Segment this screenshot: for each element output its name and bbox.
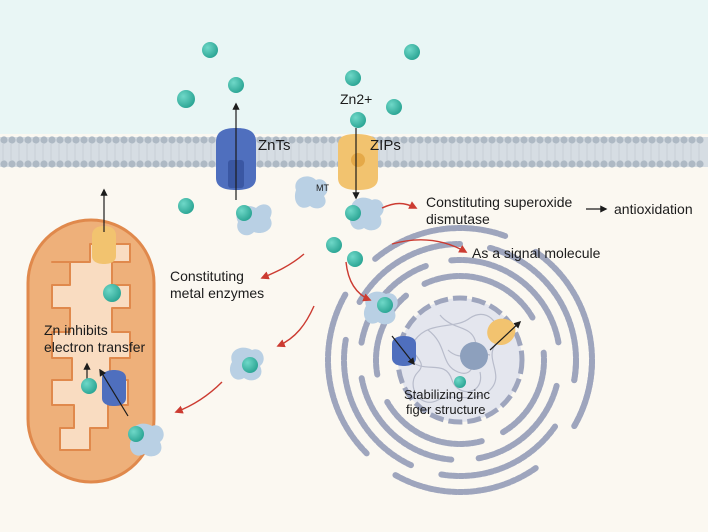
metal-enzymes-label-line2: metal enzymes	[170, 285, 264, 301]
mito-znt-arrow	[99, 368, 129, 417]
zinc-ion	[454, 376, 466, 388]
to-sod-arrow	[381, 201, 418, 209]
extracellular-space	[0, 0, 708, 134]
zinc-ion	[404, 44, 420, 60]
endoplasmic-reticulum	[325, 225, 595, 495]
mito-zip-transporter	[92, 226, 116, 264]
to-cytoplasm-arrow	[276, 305, 315, 348]
to-nucleus-arrow	[345, 261, 372, 302]
nuclear-zip-transporter	[487, 318, 516, 346]
zinc-ions	[81, 42, 466, 442]
zinc-ion	[202, 42, 218, 58]
metal-enzymes-label-line1: Constituting	[170, 268, 244, 284]
to-metal-enzymes-arrow	[260, 253, 305, 280]
zinc-finger-label-line1: Stabilizing zinc	[404, 387, 490, 402]
zinc-ion	[128, 426, 144, 442]
zinc-ion	[81, 378, 97, 394]
zinc-ion	[236, 205, 252, 221]
zinc-ion	[178, 198, 194, 214]
zinc-ion	[345, 70, 361, 86]
zinc-ion	[386, 99, 402, 115]
zinc-ion	[345, 205, 361, 221]
zinc-ion	[242, 357, 258, 373]
to-mitochondrion-arrow	[174, 381, 223, 414]
zinc-ion	[350, 112, 366, 128]
mito-znt-transporter	[102, 370, 126, 406]
signal-label: As a signal molecule	[472, 245, 601, 261]
zn-ion-label: Zn2+	[340, 91, 372, 107]
mt-label: MT	[316, 183, 329, 193]
mt-near-zip	[349, 197, 384, 231]
zip-transporter	[338, 134, 378, 190]
mitochondrion	[26, 218, 156, 484]
znts-label: ZnTs	[258, 137, 291, 154]
mt-labeled	[294, 176, 328, 209]
transport-arrows	[83, 102, 608, 417]
nucleolus	[460, 342, 488, 370]
zinc-ion	[326, 237, 342, 253]
zinc-ion	[377, 297, 393, 313]
zinc-ion	[103, 284, 121, 302]
mito-label-line2: electron transfer	[44, 339, 145, 355]
sod-label-line1: Constituting superoxide	[426, 194, 573, 210]
pathway-arrows	[174, 201, 468, 414]
nuclear-zip-arrow	[489, 321, 522, 351]
zips-label: ZIPs	[370, 137, 401, 154]
zinc-ion	[347, 251, 363, 267]
zinc-ion	[177, 90, 195, 108]
mito-label-line1: Zn inhibits	[44, 322, 108, 338]
zinc-ion	[228, 77, 244, 93]
plasma-membrane	[0, 136, 708, 168]
nuclear-znt-arrow	[391, 335, 415, 366]
antioxidation-label: antioxidation	[614, 201, 693, 217]
to-signal-arrow	[391, 239, 468, 253]
zinc-finger-label-line2: figer structure	[406, 402, 485, 417]
sod-label-line2: dismutase	[426, 211, 490, 227]
